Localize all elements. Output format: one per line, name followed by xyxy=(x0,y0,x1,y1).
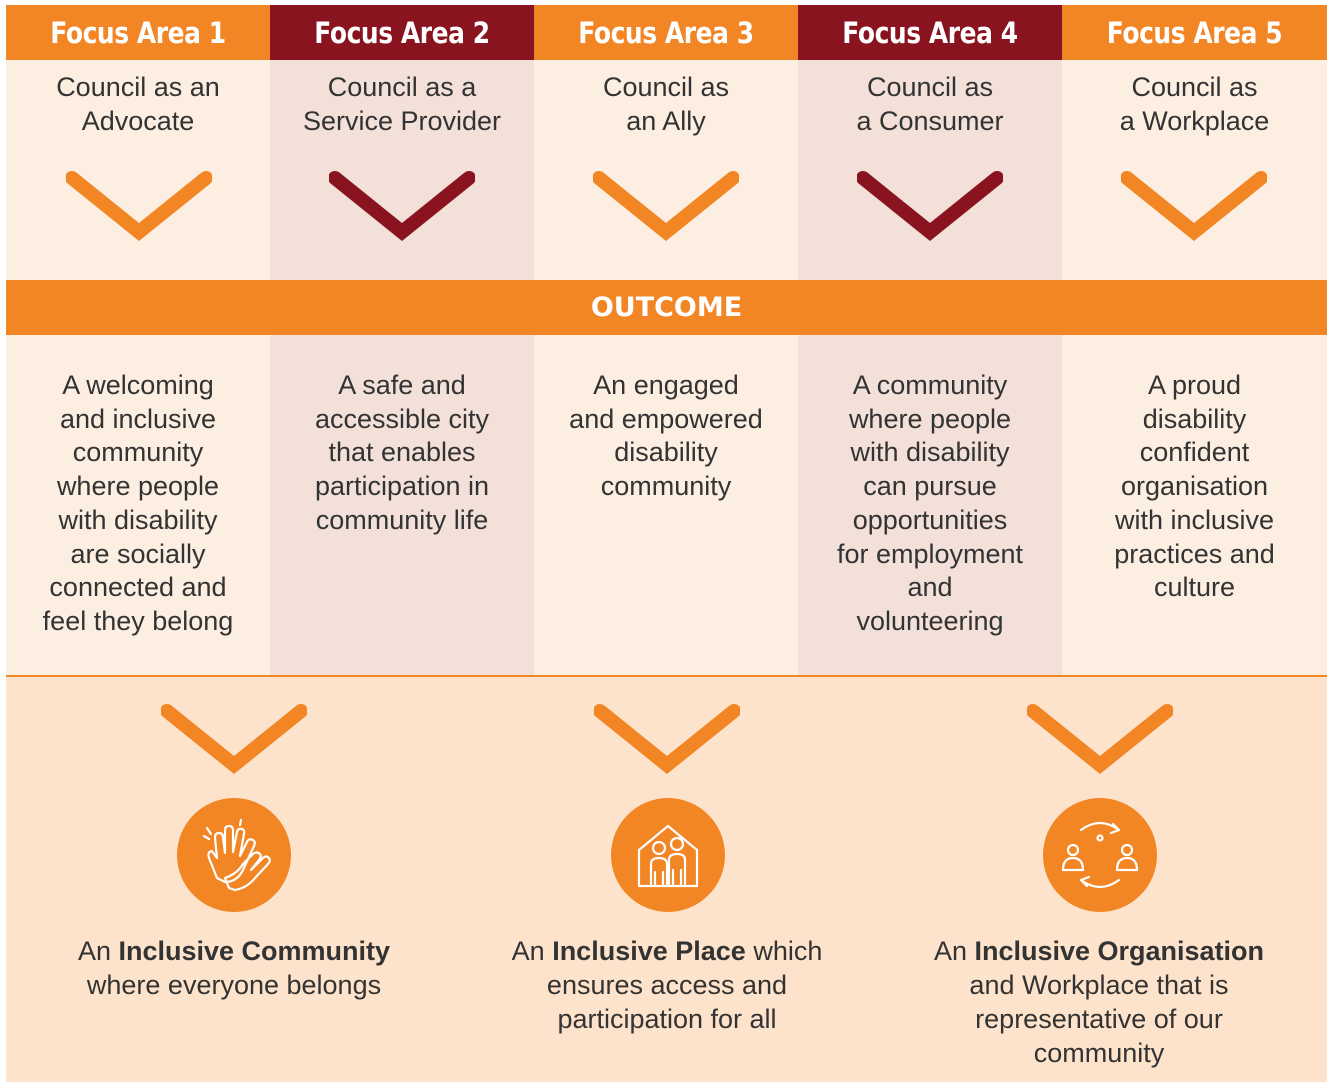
focus-area-1-outcome: A welcoming and inclusive community wher… xyxy=(42,370,234,636)
focus-area-5-column: Council as a Workplace xyxy=(1062,0,1327,280)
result-1-text: where everyone belongs xyxy=(86,970,382,1000)
home-people-icon xyxy=(611,798,725,912)
focus-area-5-header: Focus Area 5 xyxy=(1106,15,1283,50)
outcome-panel-3 xyxy=(534,335,798,675)
chevron-down-icon xyxy=(1027,704,1173,774)
result-inclusive-organisation: An Inclusive Organisation and Workplace … xyxy=(884,934,1314,1070)
focus-area-5-outcome-column: A proud disability confident organisatio… xyxy=(1062,0,1327,675)
result-3-title: Inclusive Organisation xyxy=(974,936,1265,966)
result-2-title: Inclusive Place xyxy=(552,936,746,966)
focus-area-1-outcome-column: A welcoming and inclusive community wher… xyxy=(6,0,270,675)
result-inclusive-place: An Inclusive Place which ensures access … xyxy=(452,934,882,1036)
focus-area-5-outcome: A proud disability confident organisatio… xyxy=(1114,370,1275,603)
focus-area-3-outcome: An engaged and empowered disability comm… xyxy=(569,370,763,502)
focus-area-3-header: Focus Area 3 xyxy=(578,15,754,50)
hands-icon xyxy=(177,798,291,912)
focus-area-1-role: Council as an Advocate xyxy=(56,72,220,136)
result-inclusive-community: An Inclusive Community where everyone be… xyxy=(19,934,449,1002)
focus-area-2-outcome-column: A safe and accessible city that enables … xyxy=(270,0,534,675)
focus-header-bg-4 xyxy=(798,5,1062,60)
focus-area-3-role: Council as an Ally xyxy=(602,72,730,136)
focus-area-4-outcome-column: A community where people with disability… xyxy=(798,0,1062,675)
result-2-text: ensures access and participation for all xyxy=(546,970,788,1034)
focus-area-5-role: Council as a Workplace xyxy=(1119,72,1270,136)
chevron-down-icon xyxy=(1121,171,1267,241)
focus-area-4-header: Focus Area 4 xyxy=(842,15,1018,50)
column-panel-1 xyxy=(6,60,270,280)
focus-area-1-column: Council as an Advocate xyxy=(6,0,270,280)
focus-header-bg-5 xyxy=(1062,5,1327,60)
chevron-down-icon xyxy=(593,171,739,241)
result-3-prefix: An xyxy=(933,936,975,966)
focus-area-1-header: Focus Area 1 xyxy=(50,15,226,50)
column-panel-2 xyxy=(270,60,534,280)
result-2-suffix: which xyxy=(745,936,823,966)
result-2-prefix: An xyxy=(511,936,553,966)
outcome-panel-1 xyxy=(6,335,270,675)
outcome-panel-2 xyxy=(270,335,534,675)
column-panel-4 xyxy=(798,60,1062,280)
cycle-people-icon xyxy=(1043,798,1157,912)
focus-area-4-role: Council as a Consumer xyxy=(856,72,1004,136)
chevron-down-icon xyxy=(66,171,212,241)
focus-area-4-column: Council as a Consumer xyxy=(798,0,1062,280)
focus-header-bg-1 xyxy=(6,5,270,60)
result-1-title: Inclusive Community xyxy=(118,936,391,966)
outcome-panel-4 xyxy=(798,335,1062,675)
column-panel-5 xyxy=(1062,60,1327,280)
focus-header-bg-3 xyxy=(534,5,798,60)
chevron-down-icon xyxy=(161,704,307,774)
chevron-down-icon xyxy=(594,704,740,774)
outcome-label: OUTCOME xyxy=(590,292,743,323)
focus-area-2-column: Council as a Service Provider xyxy=(270,0,534,280)
focus-area-4-outcome: A community where people with disability… xyxy=(836,370,1024,636)
focus-area-3-column: Council as an Ally xyxy=(534,0,798,280)
outcome-panel-5 xyxy=(1062,335,1327,675)
focus-area-2-header: Focus Area 2 xyxy=(314,15,490,50)
focus-area-2-outcome: A safe and accessible city that enables … xyxy=(314,370,490,535)
focus-area-2-role: Council as a Service Provider xyxy=(302,72,502,136)
focus-area-3-outcome-column: An engaged and empowered disability comm… xyxy=(534,0,798,675)
chevron-down-icon xyxy=(329,171,475,241)
column-panel-3 xyxy=(534,60,798,280)
result-3-text: and Workplace that is representative of … xyxy=(969,970,1229,1068)
result-1-prefix: An xyxy=(77,936,119,966)
focus-header-bg-2 xyxy=(270,5,534,60)
outcome-bar: OUTCOME xyxy=(6,280,1327,335)
chevron-down-icon xyxy=(857,171,1003,241)
